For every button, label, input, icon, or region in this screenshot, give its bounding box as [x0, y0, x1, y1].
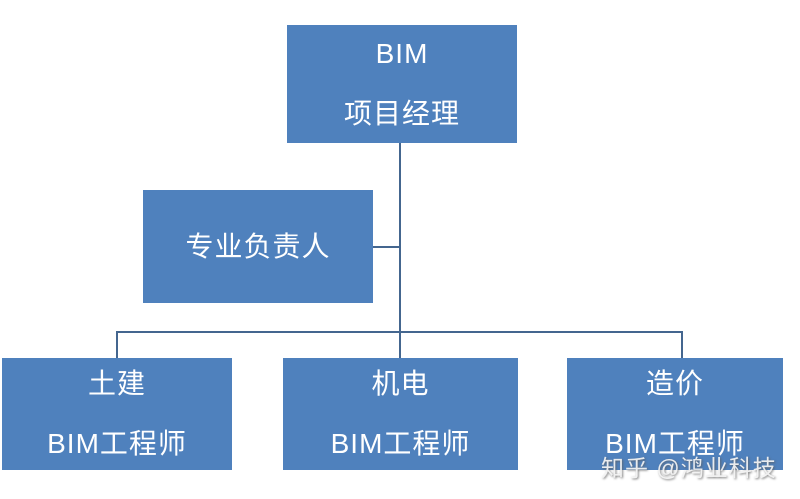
node-mep-bim-engineer: 机电 BIM工程师	[283, 358, 518, 470]
node-bim-project-manager: BIM 项目经理	[287, 25, 517, 143]
connector-stub-cost	[681, 331, 683, 358]
watermark-zhihu: 知乎 @鸿业科技	[601, 455, 777, 481]
node-civil-bim-engineer: 土建 BIM工程师	[2, 358, 232, 470]
connector-stub-mep	[399, 331, 401, 358]
connector-trunk-vertical	[399, 143, 401, 333]
node-cost-bim-engineer: 造价 BIM工程师	[567, 358, 783, 470]
node-label-line1: BIM	[375, 38, 429, 69]
node-label-line2: 项目经理	[343, 98, 460, 129]
node-label-line2: BIM工程师	[605, 428, 745, 459]
node-label: 专业负责人	[185, 230, 331, 262]
node-label-line1: 造价	[645, 368, 704, 399]
node-label-line2: BIM工程师	[330, 428, 471, 459]
node-label-line1: 土建	[87, 368, 146, 399]
connector-stub-civil	[116, 331, 118, 358]
connector-lead-horizontal	[373, 246, 400, 248]
node-discipline-lead: 专业负责人	[143, 190, 373, 303]
node-label-line1: 机电	[371, 368, 430, 399]
node-label-line2: BIM工程师	[47, 428, 187, 459]
